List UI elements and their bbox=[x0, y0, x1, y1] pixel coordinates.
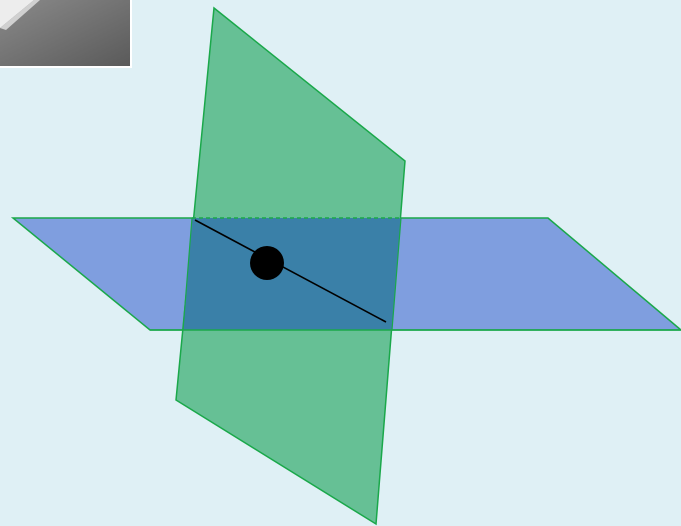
point bbox=[250, 246, 284, 280]
thumbnail-image bbox=[0, 0, 132, 68]
